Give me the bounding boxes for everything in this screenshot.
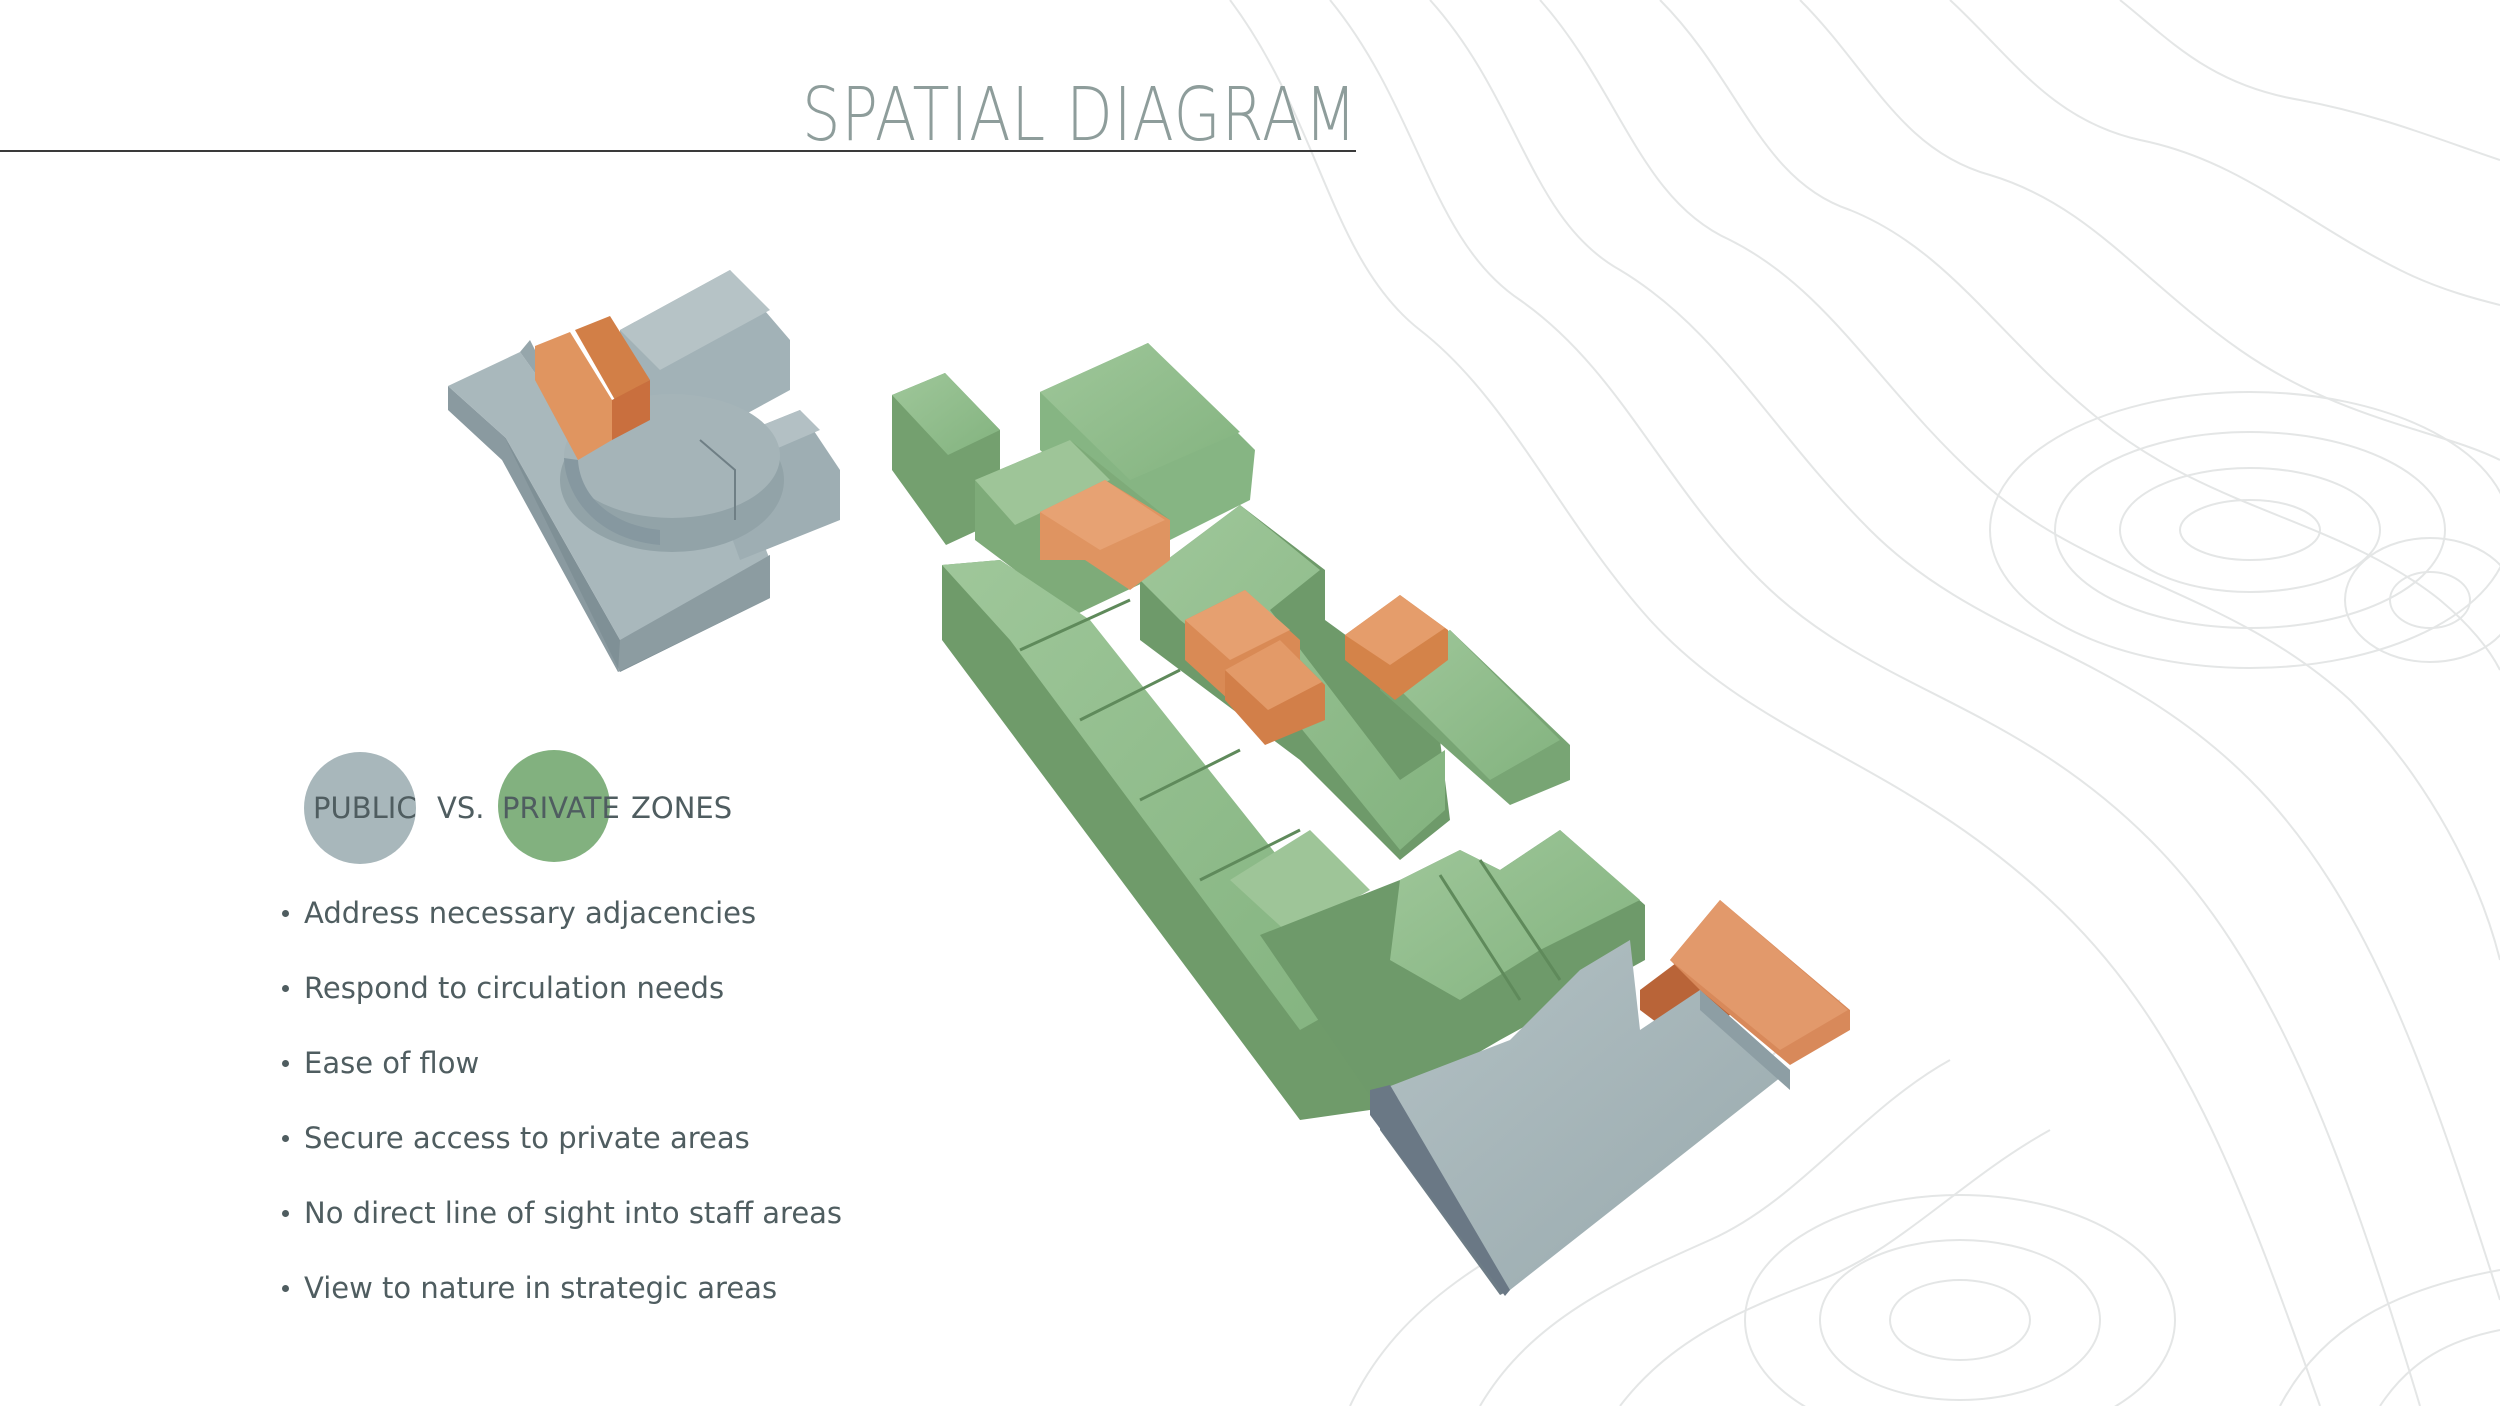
list-item-text: View to nature in strategic areas [304,1271,778,1305]
list-item: No direct line of sight into staff areas [282,1193,842,1268]
private-zone-long-wing [942,560,1380,1120]
title-underline [0,150,1356,152]
bullet-icon [282,1285,289,1292]
private-label: PRIVATE [502,791,620,825]
public-zone-lobby [1370,940,1790,1296]
bullet-icon [282,1135,289,1142]
public-label: PUBLIC [313,791,417,825]
zone-legend: PUBLIC VS. PRIVATE ZONES [0,0,1000,900]
private-zone-south-wing [1260,830,1645,1110]
bullet-icon [282,1210,289,1217]
private-zone-swatch [498,750,610,862]
vs-label: VS. [437,791,485,825]
list-item-text: No direct line of sight into staff areas [304,1196,843,1230]
zones-label: ZONES [631,791,733,825]
service-zone-blocks [1040,480,1850,1065]
list-item: Address necessary adjacencies [282,893,842,968]
page-title: SPATIAL DIAGRAM [802,72,1358,158]
list-item-text: Ease of flow [304,1046,480,1080]
list-item: Secure access to private areas [282,1118,842,1193]
design-goals-list: Address necessary adjacencies Respond to… [282,893,842,1343]
list-item-text: Secure access to private areas [304,1121,750,1155]
list-item: Ease of flow [282,1043,842,1118]
list-item-text: Address necessary adjacencies [304,896,757,930]
public-zone-swatch [304,752,416,864]
list-item: View to nature in strategic areas [282,1268,842,1343]
bullet-icon [282,1060,289,1067]
public-building-service-block [535,316,650,460]
list-item-text: Respond to circulation needs [304,971,725,1005]
bullet-icon [282,985,289,992]
list-item: Respond to circulation needs [282,968,842,1043]
bullet-icon [282,910,289,917]
